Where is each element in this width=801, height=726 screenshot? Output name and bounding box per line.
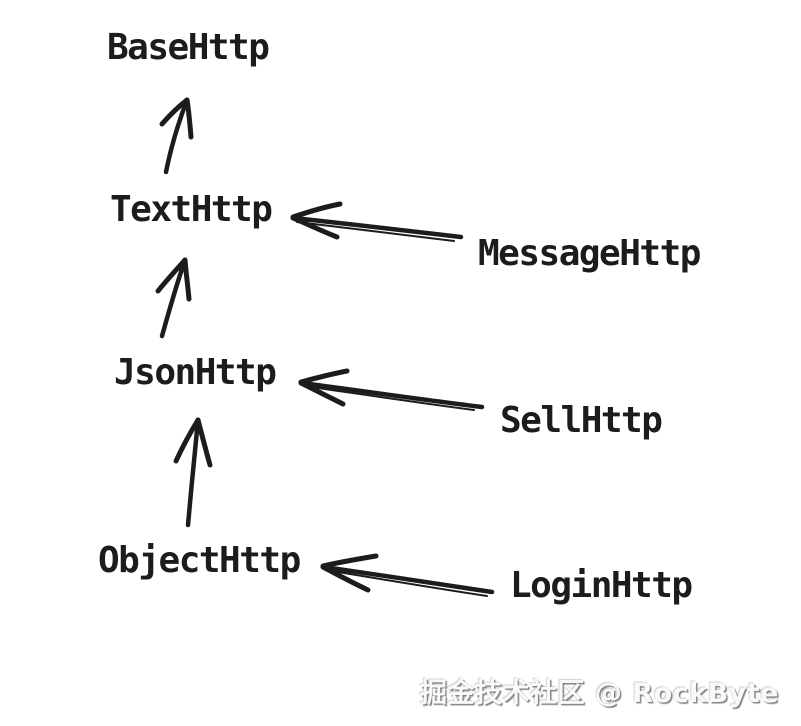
node-loginhttp: LoginHttp: [510, 565, 693, 606]
arrow-shaft-sketch-line: [325, 569, 488, 597]
arrow-shaft: [291, 215, 464, 240]
node-basehttp: BaseHttp: [107, 27, 270, 68]
arrow-shaft: [163, 97, 190, 175]
arrowhead-right-barb: [184, 97, 194, 140]
arrowhead-upper-barb: [298, 368, 350, 385]
arrow-shaft: [321, 564, 495, 595]
arrowhead-right-barb: [195, 417, 213, 468]
node-texthttp: TextHttp: [110, 189, 273, 230]
node-jsonhttp: JsonHttp: [114, 352, 277, 393]
arrowhead-left-barb: [159, 97, 190, 127]
arrowhead-lower-barb: [298, 380, 346, 407]
arrow-up-icon-jsonhttp-to-texthttp: [155, 257, 192, 339]
arrow-left-icon-sellhttp-to-jsonhttp: [298, 368, 485, 411]
arrow-shaft: [299, 380, 485, 410]
arrow-left-icon-messagehttp-to-texthttp: [290, 201, 464, 242]
node-sellhttp: SellHttp: [500, 400, 663, 441]
arrow-shaft: [159, 257, 188, 339]
node-objecthttp: ObjectHttp: [98, 540, 301, 581]
arrow-shaft-sketch-line: [296, 221, 455, 242]
arrow-shaft-sketch-line: [303, 385, 475, 411]
arrowhead-right-barb: [182, 257, 192, 302]
arrow-up-icon-texthttp-to-basehttp: [159, 97, 194, 175]
watermark-text: 掘金技术社区 @ RockByte: [420, 678, 779, 709]
arrowhead-upper-barb: [320, 553, 379, 569]
arrow-left-icon-loginhttp-to-objecthttp: [320, 553, 495, 597]
arrow-up-icon-objecthttp-to-jsonhttp: [173, 417, 213, 528]
node-messagehttp: MessageHttp: [478, 233, 701, 274]
arrowhead-left-barb: [173, 417, 201, 464]
arrow-shaft: [185, 417, 201, 528]
arrowhead-lower-barb: [290, 215, 340, 240]
arrowhead-lower-barb: [320, 564, 371, 593]
arrowhead-upper-barb: [290, 201, 343, 220]
